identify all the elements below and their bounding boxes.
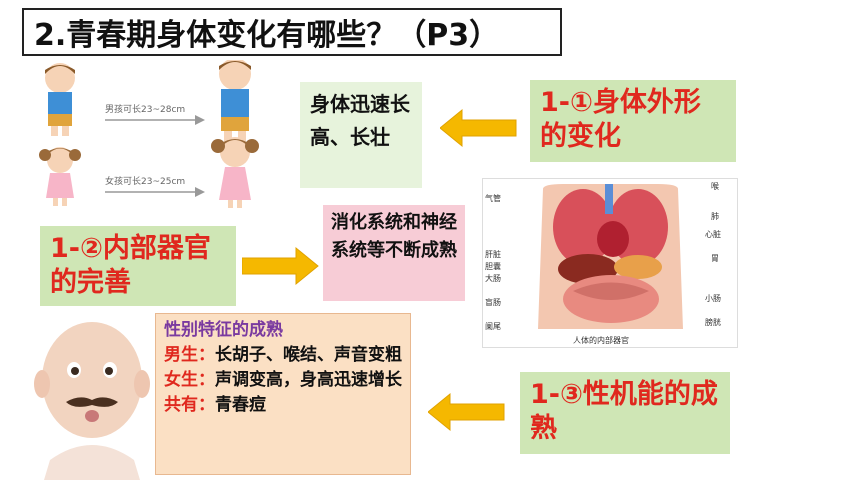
label-cecum: 盲肠 — [485, 297, 501, 307]
organ-caption: 人体的内部器官 — [573, 335, 629, 345]
sexual-maturity-heading: 1-③性机能的成熟 — [520, 372, 730, 454]
external-change-heading: 1-①身体外形的变化 — [530, 80, 736, 162]
label-heart: 心脏 — [705, 229, 721, 239]
common-text: 青春痘 — [215, 395, 266, 415]
label-small-intestine: 小肠 — [705, 294, 721, 303]
label-stomach: 胃 — [711, 254, 719, 263]
tall-boy-figure — [219, 58, 251, 141]
small-girl-figure — [39, 147, 81, 206]
female-label: 女生： — [164, 370, 215, 390]
left-arrow-icon-bottom — [428, 392, 505, 432]
left-arrow-icon — [440, 108, 517, 148]
label-large-intestine: 大肠 — [485, 273, 501, 283]
external-change-content: 身体迅速长高、长壮 — [300, 82, 422, 188]
baby-with-mustache-photo — [30, 310, 154, 480]
sexual-characteristics-subtitle: 性别特征的成熟 — [164, 320, 283, 340]
label-bladder: 膀胱 — [705, 317, 721, 327]
label-appendix: 阑尾 — [485, 321, 501, 331]
small-boy-figure — [45, 63, 75, 136]
label-trachea: 气管 — [485, 193, 501, 203]
sexual-characteristics-details: 性别特征的成熟 男生：长胡子、喉结、声音变粗 女生：声调变高，身高迅速增长 共有… — [155, 313, 411, 475]
female-text: 声调变高，身高迅速增长 — [215, 370, 402, 390]
page-title: 2.青春期身体变化有哪些？（P3） — [22, 8, 562, 56]
internal-organs-diagram: 气管 肝脏 胆囊 大肠 盲肠 阑尾 喉 肺 心脏 胃 小肠 膀胱 人体的内部器官 — [482, 178, 738, 348]
male-label: 男生： — [164, 345, 215, 365]
female-characteristics: 女生：声调变高，身高迅速增长 — [164, 368, 402, 393]
common-label: 共有： — [164, 395, 215, 415]
label-liver: 肝脏 — [485, 249, 501, 259]
boy-growth-caption: 男孩可长23~28cm — [105, 103, 185, 115]
label-larynx: 喉 — [711, 181, 719, 191]
kids-growth-illustration: 男孩可长23~28cm 女孩可长23~25cm — [30, 58, 280, 210]
internal-organs-heading: 1-②内部器官的完善 — [40, 226, 236, 306]
girl-growth-caption: 女孩可长23~25cm — [105, 175, 185, 187]
label-lung: 肺 — [711, 212, 719, 221]
common-characteristics: 共有：青春痘 — [164, 393, 402, 418]
tall-girl-figure — [211, 137, 259, 208]
label-gallbladder: 胆囊 — [485, 261, 501, 271]
male-text: 长胡子、喉结、声音变粗 — [215, 345, 402, 365]
male-characteristics: 男生：长胡子、喉结、声音变粗 — [164, 343, 402, 368]
right-arrow-icon — [242, 246, 319, 286]
internal-organs-content: 消化系统和神经系统等不断成熟 — [323, 205, 465, 301]
